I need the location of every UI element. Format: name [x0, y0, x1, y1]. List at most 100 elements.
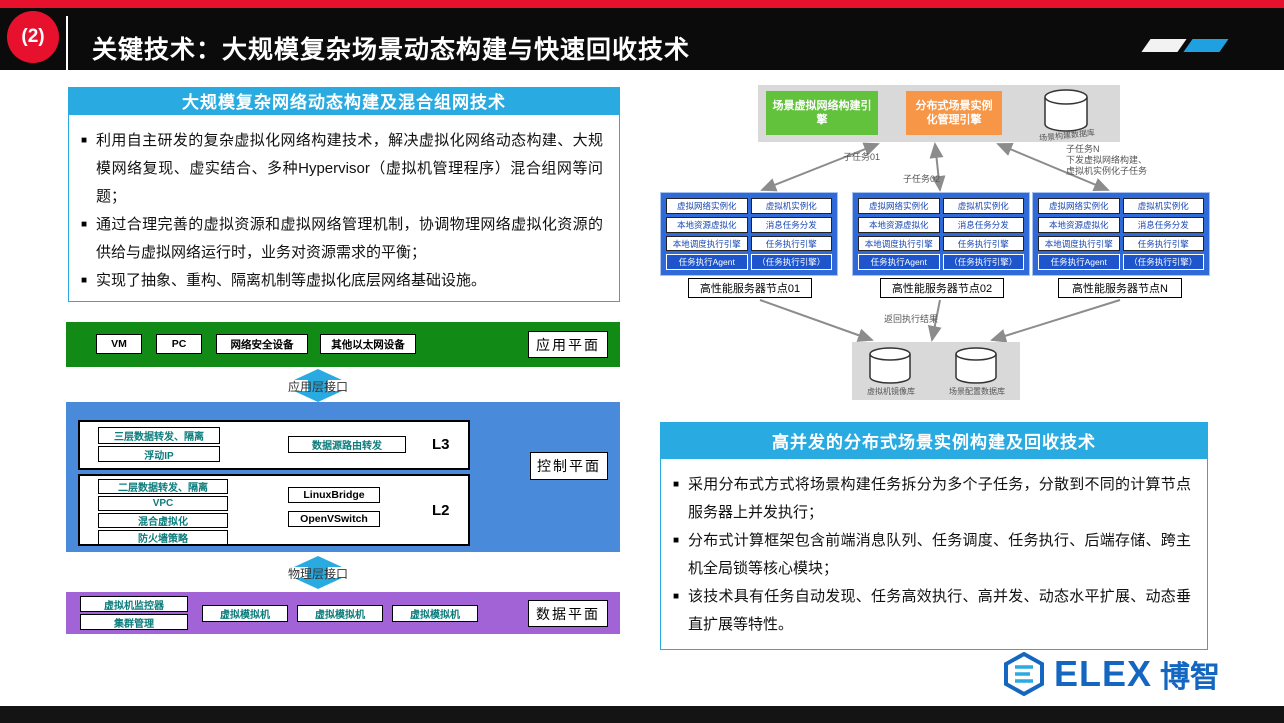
logo-icon [1004, 652, 1044, 696]
node-label-2: 高性能服务器节点02 [880, 278, 1004, 298]
double-arrow-icon [294, 556, 342, 589]
node-agent-cell: （任务执行引擎） [942, 254, 1024, 270]
physical-layer-interface-label: 物理层接口 [287, 567, 348, 581]
header-bar: 关键技术：大规模复杂场景动态构建与快速回收技术 [0, 8, 1284, 78]
l2-feature: 二层数据转发、隔离 [98, 479, 228, 494]
node-cell: 任务执行引擎 [1122, 235, 1204, 252]
data-plane-box: 虚拟模拟机 [392, 605, 478, 622]
subtask-label-2: 子任务02 [903, 174, 941, 184]
l2-feature: 混合虚拟化 [98, 513, 228, 528]
left-panel-body: ■ 利用自主研发的复杂虚拟化网络构建技术，解决虚拟化网络动态构建、大规模网络复现… [68, 114, 620, 302]
node-agent-cell: （任务执行引擎） [750, 254, 832, 270]
control-plane-label: 控制平面 [530, 452, 608, 480]
l3-feature: 数据源路由转发 [288, 436, 406, 453]
bullet-text: 实现了抽象、重构、隔离机制等虚拟化底层网络基础设施。 [96, 272, 487, 289]
bullet-item: ■ 分布式计算框架包含前端消息队列、任务调度、任务执行、后端存储、跨主机全局锁等… [673, 527, 1191, 583]
right-panel-body: ■ 采用分布式方式将场景构建任务拆分为多个子任务，分散到不同的计算节点服务器上并… [660, 458, 1208, 650]
logo-cn-text: 博智 [1160, 661, 1221, 694]
distributed-instance-engine: 分布式场景实例化管理引擎 [906, 91, 1002, 135]
scene-network-engine: 场景虚拟网络构建引擎 [766, 91, 878, 135]
subtask-note-line: 子任务N [1066, 144, 1100, 154]
l3-feature: 浮动IP [98, 446, 220, 462]
bullet-text: 采用分布式方式将场景构建任务拆分为多个子任务，分散到不同的计算节点服务器上并发执… [688, 476, 1191, 521]
node-cell: 本地调度执行引擎 [1038, 235, 1120, 252]
bullet-text: 利用自主研发的复杂虚拟化网络构建技术，解决虚拟化网络动态构建、大规模网络复现、虚… [96, 132, 603, 205]
node-cell: 消息任务分发 [942, 216, 1024, 233]
node-cell: 本地资源虚拟化 [666, 216, 748, 233]
node-cell: 任务执行引擎 [942, 235, 1024, 252]
l2-engine-linuxbridge: LinuxBridge [288, 487, 380, 503]
app-box-ethernet-device: 其他以太网设备 [320, 334, 416, 354]
subtask-note-line: 下发虚拟网络构建、 [1066, 155, 1148, 165]
data-plane-box: 虚拟模拟机 [202, 605, 288, 622]
server-node-2: 虚拟网络实例化 虚拟机实例化 本地资源虚拟化 消息任务分发 本地调度执行引擎 任… [852, 192, 1030, 276]
node-agent-cell: 任务执行Agent [666, 254, 748, 270]
node-cell: 任务执行引擎 [750, 235, 832, 252]
node-cell: 本地调度执行引擎 [666, 235, 748, 252]
node-agent-cell: （任务执行引擎） [1122, 254, 1204, 270]
bullet-marker: ■ [81, 219, 88, 230]
app-layer-interface-label: 应用层接口 [287, 380, 348, 394]
header-divider [66, 16, 68, 78]
l2-feature: 防火墙策略 [98, 530, 228, 545]
subtask-note: 子任务N 下发虚拟网络构建、 虚拟机实例化子任务 [1066, 144, 1147, 177]
app-box-vm: VM [96, 334, 142, 354]
node-cell: 虚拟机实例化 [750, 198, 832, 214]
bottom-bar [0, 706, 1284, 723]
l3-feature: 三层数据转发、隔离 [98, 427, 220, 444]
bullet-marker: ■ [673, 479, 680, 490]
node-cell: 消息任务分发 [1122, 216, 1204, 233]
node-cell: 虚拟机实例化 [1122, 198, 1204, 214]
node-cell: 消息任务分发 [750, 216, 832, 233]
data-plane-side-box: 虚拟机监控器 [80, 596, 188, 612]
bullet-item: ■ 采用分布式方式将场景构建任务拆分为多个子任务，分散到不同的计算节点服务器上并… [673, 471, 1191, 527]
bullet-item: ■ 通过合理完善的虚拟资源和虚拟网络管理机制，协调物理网络虚拟化资源的供给与虚拟… [81, 211, 603, 267]
double-arrow-icon [294, 369, 342, 402]
bullet-marker: ■ [81, 275, 88, 286]
app-box-pc: PC [156, 334, 202, 354]
left-panel-title: 大规模复杂网络动态构建及混合组网技术 [68, 87, 620, 114]
bullet-marker: ■ [81, 135, 88, 146]
app-box-security-device: 网络安全设备 [216, 334, 308, 354]
data-plane-label: 数据平面 [528, 600, 608, 627]
node-label-3: 高性能服务器节点N [1058, 278, 1182, 298]
subtask-note-line: 虚拟机实例化子任务 [1066, 166, 1148, 176]
l2-engine-openvswitch: OpenVSwitch [288, 511, 380, 527]
bullet-marker: ■ [673, 535, 680, 546]
decor-dash-blue [1183, 39, 1229, 52]
bullet-text: 该技术具有任务自动发现、任务高效执行、高并发、动态水平扩展、动态垂直扩展等特性。 [688, 588, 1191, 633]
node-agent-cell: 任务执行Agent [858, 254, 940, 270]
application-plane-label: 应用平面 [528, 331, 608, 358]
node-cell: 虚拟网络实例化 [666, 198, 748, 214]
subtask-label-1: 子任务01 [843, 152, 881, 162]
bullet-item: ■ 利用自主研发的复杂虚拟化网络构建技术，解决虚拟化网络动态构建、大规模网络复现… [81, 127, 603, 211]
return-result-label: 返回执行结果 [884, 314, 939, 324]
node-cell: 本地资源虚拟化 [1038, 216, 1120, 233]
data-plane-side-box: 集群管理 [80, 614, 188, 630]
bullet-text: 通过合理完善的虚拟资源和虚拟网络管理机制，协调物理网络虚拟化资源的供给与虚拟网络… [96, 216, 603, 261]
page-title: 关键技术：大规模复杂场景动态构建与快速回收技术 [92, 36, 691, 64]
node-cell: 虚拟机实例化 [942, 198, 1024, 214]
server-node-1: 虚拟网络实例化 虚拟机实例化 本地资源虚拟化 消息任务分发 本地调度执行引擎 任… [660, 192, 838, 276]
bullet-item: ■ 该技术具有任务自动发现、任务高效执行、高并发、动态水平扩展、动态垂直扩展等特… [673, 583, 1191, 639]
slide-number-badge: (2) [7, 11, 59, 63]
server-node-3: 虚拟网络实例化 虚拟机实例化 本地资源虚拟化 消息任务分发 本地调度执行引擎 任… [1032, 192, 1210, 276]
right-panel-title: 高并发的分布式场景实例构建及回收技术 [660, 422, 1208, 458]
logo-brand-text: ELEX [1054, 653, 1153, 694]
node-agent-cell: 任务执行Agent [1038, 254, 1120, 270]
image-db-label: 虚拟机镜像库 [867, 387, 915, 396]
node-label-1: 高性能服务器节点01 [688, 278, 812, 298]
l2-tag: L2 [432, 502, 450, 519]
image-db-cylinder-icon [869, 347, 911, 384]
config-db-cylinder-icon [955, 347, 997, 384]
bullet-item: ■ 实现了抽象、重构、隔离机制等虚拟化底层网络基础设施。 [81, 267, 603, 295]
decor-dash-white [1141, 39, 1187, 52]
l3-tag: L3 [432, 436, 450, 453]
node-cell: 虚拟网络实例化 [1038, 198, 1120, 214]
company-logo: ELEX 博智 [1002, 652, 1220, 696]
config-db-label: 场景配置数据库 [949, 387, 1005, 396]
node-cell: 虚拟网络实例化 [858, 198, 940, 214]
bullet-marker: ■ [673, 591, 680, 602]
node-cell: 本地资源虚拟化 [858, 216, 940, 233]
